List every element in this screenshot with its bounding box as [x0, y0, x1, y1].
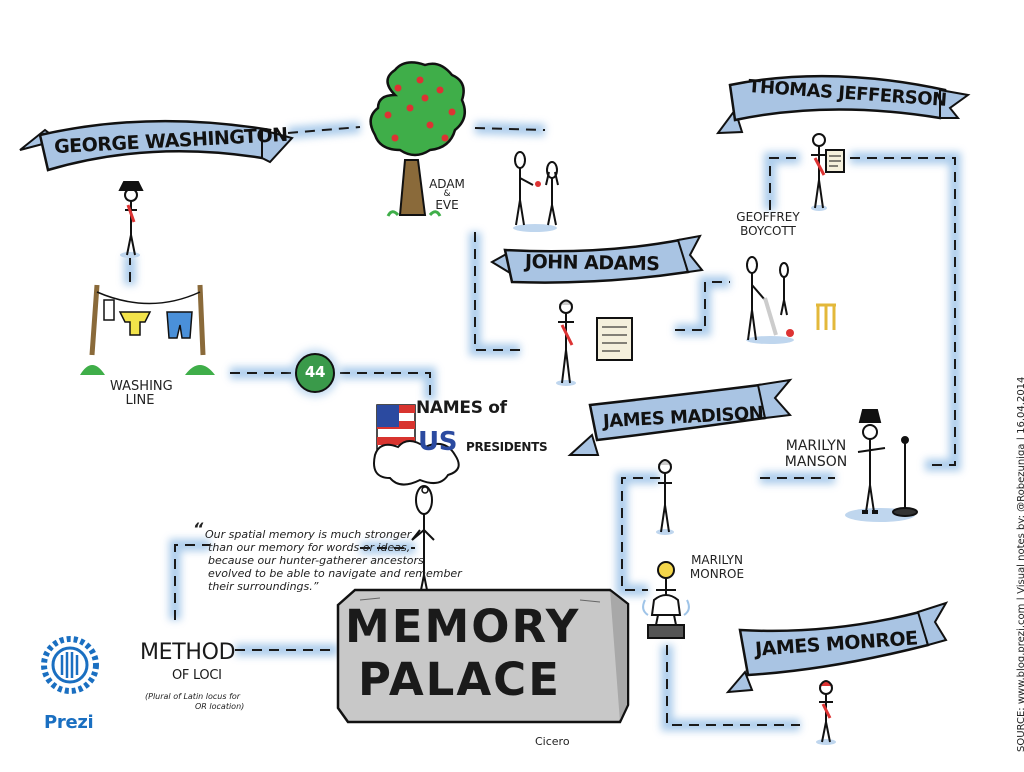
count-badge [291, 349, 339, 397]
mnemonic-washing-line-1: WASHING [110, 379, 173, 394]
method-line1: METHOD [140, 640, 236, 665]
mnemonic-boycott: GEOFFREY BOYCOTT [730, 210, 806, 238]
figure-washington-icon [118, 181, 144, 258]
mnemonic-adam-eve: ADAM & EVE [425, 178, 469, 211]
connector-paths [124, 121, 961, 731]
mnemonic-adam: ADAM [429, 177, 465, 191]
banner-thomas-jefferson [715, 74, 971, 135]
quote-line4: evolved to be able to navigate and remem… [208, 567, 462, 580]
mnemonic-monroe-1: MARILYN [691, 553, 743, 567]
quote-line1: Our spatial memory is much stronger [205, 528, 412, 541]
mnemonic-boycott-2: BOYCOTT [740, 224, 796, 238]
quote-line3: because our hunter-gatherer ancestors [208, 554, 424, 567]
banner-george-washington [19, 119, 294, 172]
memory-palace-block [336, 588, 630, 724]
prezi-logo-icon [41, 636, 99, 694]
count-badge-label: 44 [304, 363, 326, 381]
mnemonic-manson-1: MARILYN [785, 438, 847, 454]
prezi-logo-text: Prezi [44, 712, 94, 733]
figure-cricket-icon [746, 256, 836, 344]
quote-open-mark: “ [193, 519, 204, 538]
stick-figures [118, 133, 918, 745]
mnemonic-monroe: MARILYN MONROE [684, 553, 750, 581]
figure-john-adams-icon [556, 299, 633, 386]
figure-marilyn-manson-icon [845, 409, 918, 522]
banner-james-madison [567, 378, 793, 456]
mnemonic-boycott-1: GEOFFREY [736, 210, 800, 224]
mnemonic-washing-line-2: LINE [125, 393, 155, 408]
mnemonic-amp: & [443, 189, 451, 199]
figure-jefferson-icon [811, 133, 845, 211]
title-line3: PRESIDENTS [466, 440, 548, 454]
title-line1: NAMES of [416, 398, 507, 418]
washing-line-icon [80, 284, 215, 375]
method-note1: (Plural of Latin locus for [145, 692, 241, 701]
quote-line2: than our memory for words or ideas, [208, 541, 411, 554]
method-line2: OF LOCI [172, 668, 222, 683]
banner-james-monroe [725, 601, 949, 694]
method-note2: OR location) [195, 702, 245, 711]
mnemonic-monroe-2: MONROE [689, 567, 745, 581]
title-line2: US [418, 427, 458, 457]
apple-tree-icon [369, 61, 467, 217]
mnemonic-washing-line: WASHING LINE [110, 379, 173, 408]
figure-thinker-icon [411, 485, 435, 601]
banner-john-adams [490, 234, 704, 284]
source-credit: SOURCE: www.blog.prezi.com | Visual note… [1016, 376, 1024, 752]
quote-line5: their surroundings.” [208, 580, 319, 593]
figure-monroe-icon [816, 680, 836, 745]
president-name-john-adams: JOHN ADAMS [524, 250, 660, 276]
thought-cloud-icon [373, 440, 460, 494]
figure-adam-eve-icon [513, 151, 559, 232]
memory-palace-line1: MEMORY [345, 600, 581, 653]
memory-palace-attribution: Cicero [535, 735, 570, 748]
mnemonic-manson: MARILYN MANSON [778, 438, 854, 470]
mnemonic-eve: EVE [435, 198, 459, 212]
figure-madison-icon [656, 459, 674, 535]
memory-palace-line2: PALACE [358, 653, 561, 706]
figure-marilyn-monroe-icon [642, 561, 690, 639]
mnemonic-manson-2: MANSON [784, 454, 848, 470]
